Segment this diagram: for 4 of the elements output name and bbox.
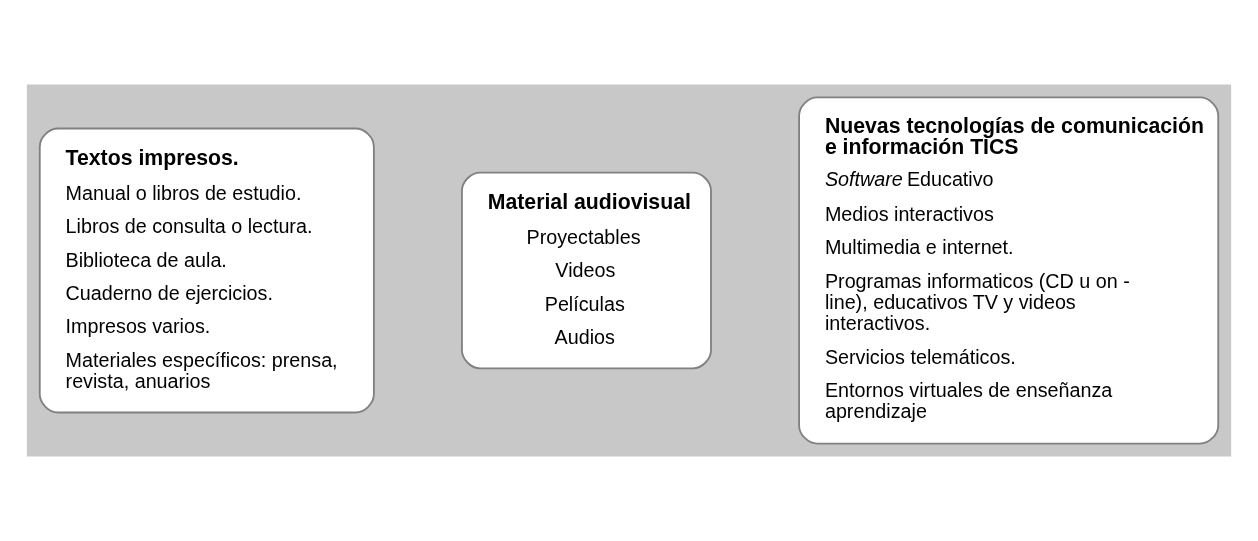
cluster: [26, 84, 1232, 457]
node-box: Material audiovisual Proyectables Videos Películas Audios: [461, 171, 712, 370]
node-box: Textos impresos. Manual o libros de estudio. Libros de consulta o lectura. Biblioteca de aula. Cuaderno de ejercicios. Impresos varios. Materiales específicos: prensa, revista, anuarios: [38, 127, 375, 414]
node-box: Nuevas tecnologías de comunicación e información TICS Software Educativo Medios interactivos Multimedia e internet. Programas informaticos (CD u on - line), educativos TV y videos interactivos. Servicios telemáticos. Entornos virtuales de enseñanza aprendizaje: [798, 96, 1220, 445]
